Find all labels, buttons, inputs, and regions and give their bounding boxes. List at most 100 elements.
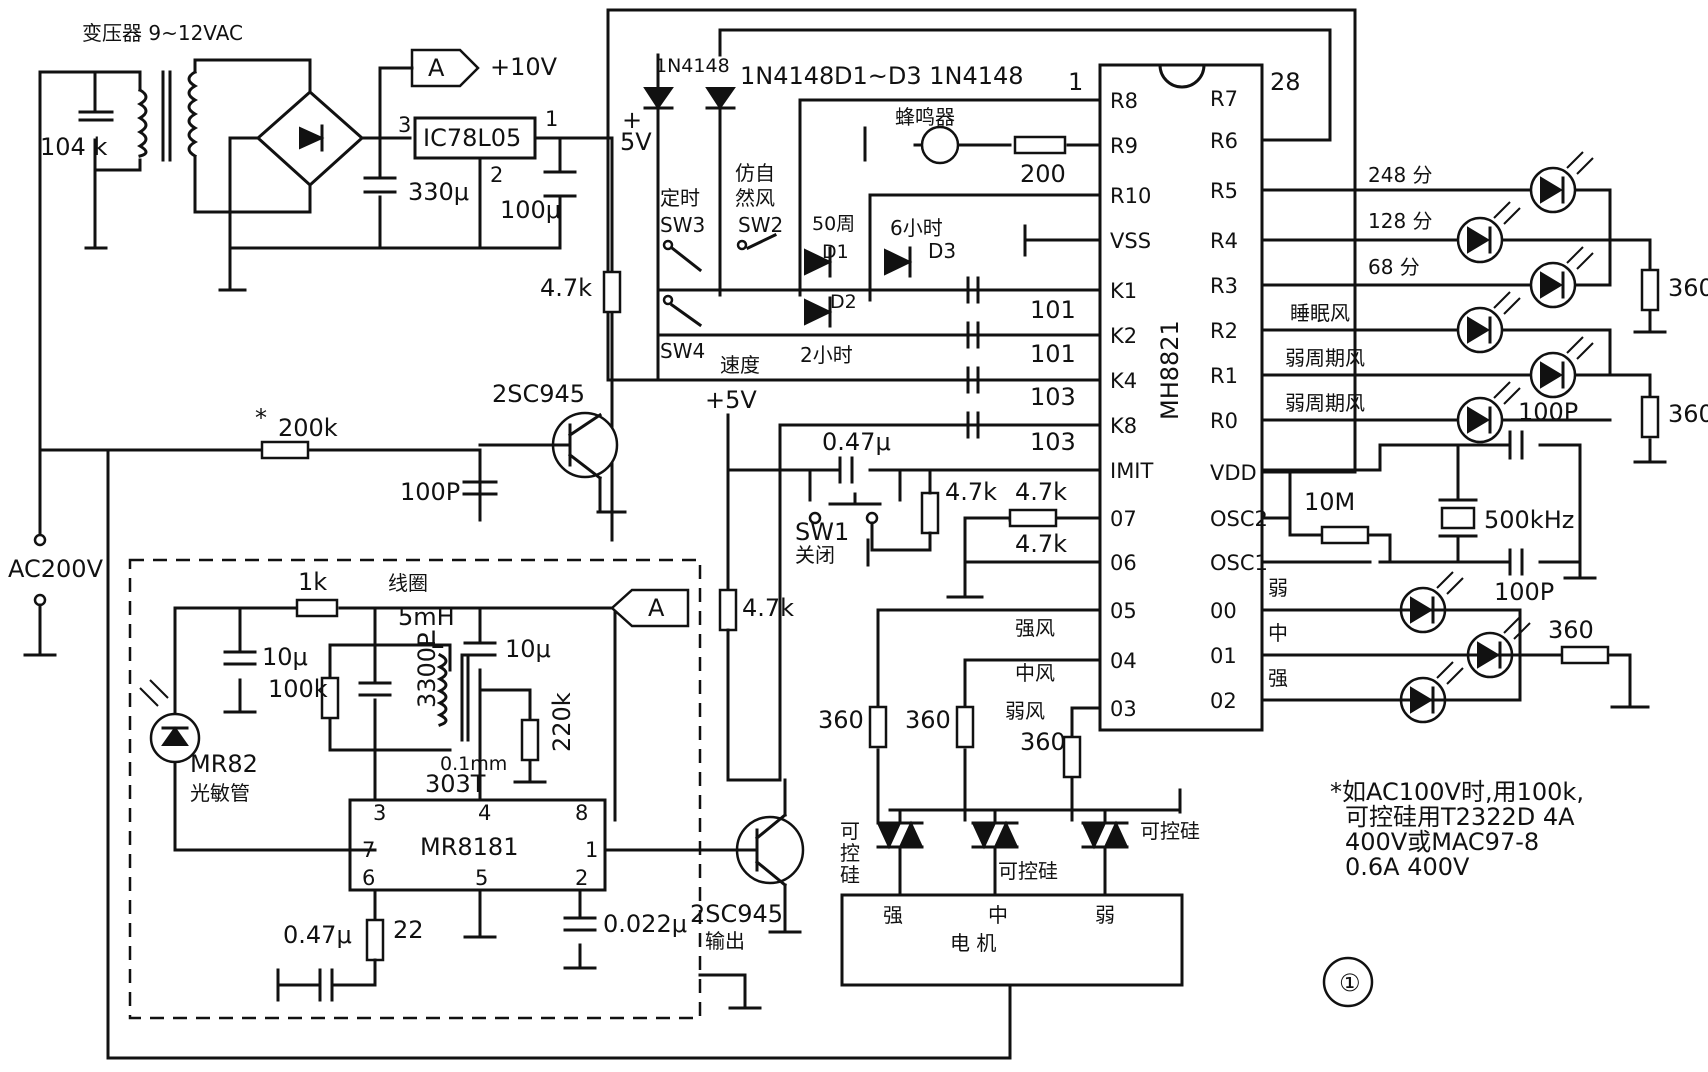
- svg-text:10M: 10M: [1304, 488, 1355, 516]
- mh8821-pin-r1: R1: [1210, 364, 1238, 388]
- svg-text:*: *: [255, 404, 267, 432]
- svg-text:可控硅: 可控硅: [1140, 819, 1200, 843]
- switch-sw1[interactable]: [808, 492, 882, 525]
- mh8821-pin-r5: R5: [1210, 179, 1238, 203]
- scr-3: [1081, 808, 1129, 862]
- control-section: 1N4148 1N4148 D1~D3 1N4148 1 28 200 蜂鸣器 …: [38, 8, 1357, 782]
- svg-text:MR82: MR82: [190, 750, 258, 778]
- capacitor-100u: [543, 170, 577, 198]
- svg-text:4.7k: 4.7k: [945, 478, 997, 506]
- svg-text:SW4: SW4: [660, 339, 705, 363]
- svg-text:8: 8: [575, 801, 588, 825]
- mh8821-pin-r3: R3: [1210, 274, 1238, 298]
- svg-text:弱周期风: 弱周期风: [1285, 391, 1365, 415]
- switch-sw4[interactable]: [662, 294, 703, 328]
- capacitor-104k: [78, 110, 114, 122]
- v5-label: 5V: [620, 128, 652, 156]
- svg-text:①: ①: [1339, 969, 1361, 997]
- svg-text:103: 103: [1030, 428, 1076, 456]
- svg-text:360: 360: [905, 706, 951, 734]
- svg-text:200: 200: [1020, 160, 1066, 188]
- svg-text:MR8181: MR8181: [420, 833, 518, 861]
- svg-text:IC78L05: IC78L05: [423, 124, 521, 152]
- svg-text:360: 360: [818, 706, 864, 734]
- led-4: [1456, 291, 1521, 354]
- mh8821-pin-k4: K4: [1110, 369, 1137, 393]
- svg-text:蜂鸣器: 蜂鸣器: [895, 105, 955, 129]
- resistor-4k7-07: [1008, 508, 1058, 528]
- resistor-22: [365, 918, 385, 962]
- svg-text:输出: 输出: [705, 929, 745, 953]
- svg-text:线圈: 线圈: [388, 571, 428, 595]
- mh8821-pin-r10: R10: [1110, 184, 1151, 208]
- svg-text:0.6A 400V: 0.6A 400V: [1345, 853, 1470, 881]
- diode-1n4148-b: [705, 87, 736, 110]
- svg-text:100P: 100P: [400, 478, 460, 506]
- motor: [840, 893, 1184, 987]
- resistor-100k: [320, 676, 340, 720]
- svg-text:控: 控: [840, 841, 860, 865]
- svg-text:7: 7: [362, 838, 375, 862]
- led-2: [1456, 201, 1521, 264]
- resistor-4k7-imit: [920, 491, 940, 535]
- mh8821-pin-k2: K2: [1110, 324, 1137, 348]
- ic-mh8821: MH8821 R8R9R10VSSK1K2K4K8IMIT0706050403 …: [1098, 63, 1268, 732]
- coil-5mh: [436, 652, 470, 742]
- mh8821-pin-imit: IMIT: [1110, 459, 1154, 483]
- svg-text:400V或MAC97-8: 400V或MAC97-8: [1345, 828, 1539, 856]
- transformer-label: 变压器 9~12VAC: [82, 21, 243, 45]
- svg-text:强: 强: [883, 903, 903, 927]
- svg-text:4.7k: 4.7k: [1015, 478, 1067, 506]
- receiver-section: 1k 线圈 5mH L 10μ 10μ 100k 3300P 0.1mm 303…: [128, 558, 805, 1020]
- svg-text:然风: 然风: [735, 186, 775, 210]
- resistor-360-drive-b: [955, 705, 975, 749]
- svg-text:光敏管: 光敏管: [190, 781, 250, 805]
- mh8821-pin-02: 02: [1210, 689, 1237, 713]
- svg-text:5mH: 5mH: [398, 603, 455, 631]
- svg-text:+: +: [622, 106, 642, 134]
- svg-text:2: 2: [575, 866, 588, 890]
- mh8821-pin-r2: R2: [1210, 319, 1238, 343]
- svg-text:303T: 303T: [425, 770, 486, 798]
- capacitor-330u: [363, 176, 397, 194]
- diode-d3: [884, 246, 913, 278]
- ic-mr8181: [348, 798, 607, 892]
- footnote: *如AC100V时,用100k, 可控硅用T2322D 4A 400V或MAC9…: [1330, 778, 1584, 881]
- scr-2: [971, 808, 1019, 862]
- svg-text:中: 中: [1268, 621, 1288, 645]
- capacitor-100p-osc-bot: [1508, 548, 1524, 576]
- led-9: [1399, 661, 1464, 724]
- svg-text:仿自: 仿自: [735, 161, 775, 185]
- svg-text:330μ: 330μ: [408, 178, 469, 206]
- resistor-360-a: [1640, 268, 1660, 312]
- resistor-200: [1013, 135, 1067, 155]
- capacitor-100p: [462, 480, 498, 496]
- ic-mh8821-name: MH8821: [1156, 320, 1184, 420]
- caps-101-103: [938, 276, 1022, 439]
- svg-text:2SC945: 2SC945: [492, 380, 585, 408]
- svg-text:6: 6: [362, 866, 375, 890]
- mh8821-pin-r9: R9: [1110, 134, 1138, 158]
- svg-text:A: A: [648, 594, 665, 622]
- switch-sw2[interactable]: [736, 232, 778, 251]
- power-supply: 变压器 9~12VAC 104 k A +10V IC78L05 3 2 1: [8, 21, 652, 657]
- mh8821-pin-r8: R8: [1110, 89, 1138, 113]
- diode-d1: [804, 246, 833, 278]
- svg-text:22: 22: [393, 916, 424, 944]
- svg-text:4.7k: 4.7k: [540, 274, 592, 302]
- transistor-2sc945-out: [728, 778, 805, 932]
- svg-text:可: 可: [840, 819, 860, 843]
- svg-text:3: 3: [373, 801, 386, 825]
- ac-terminal-a: [33, 533, 47, 547]
- svg-text:3300P: 3300P: [413, 632, 441, 708]
- svg-text:+5V: +5V: [705, 386, 757, 414]
- svg-text:0.47μ: 0.47μ: [283, 921, 352, 949]
- transistor-2sc945-top: [478, 411, 619, 481]
- switch-sw3[interactable]: [662, 239, 703, 273]
- led-7: [1399, 571, 1464, 634]
- svg-text:4.7k: 4.7k: [742, 594, 794, 622]
- figure-number: ①: [1322, 956, 1374, 1008]
- svg-text:128 分: 128 分: [1368, 209, 1433, 233]
- svg-text:100P: 100P: [1494, 578, 1554, 606]
